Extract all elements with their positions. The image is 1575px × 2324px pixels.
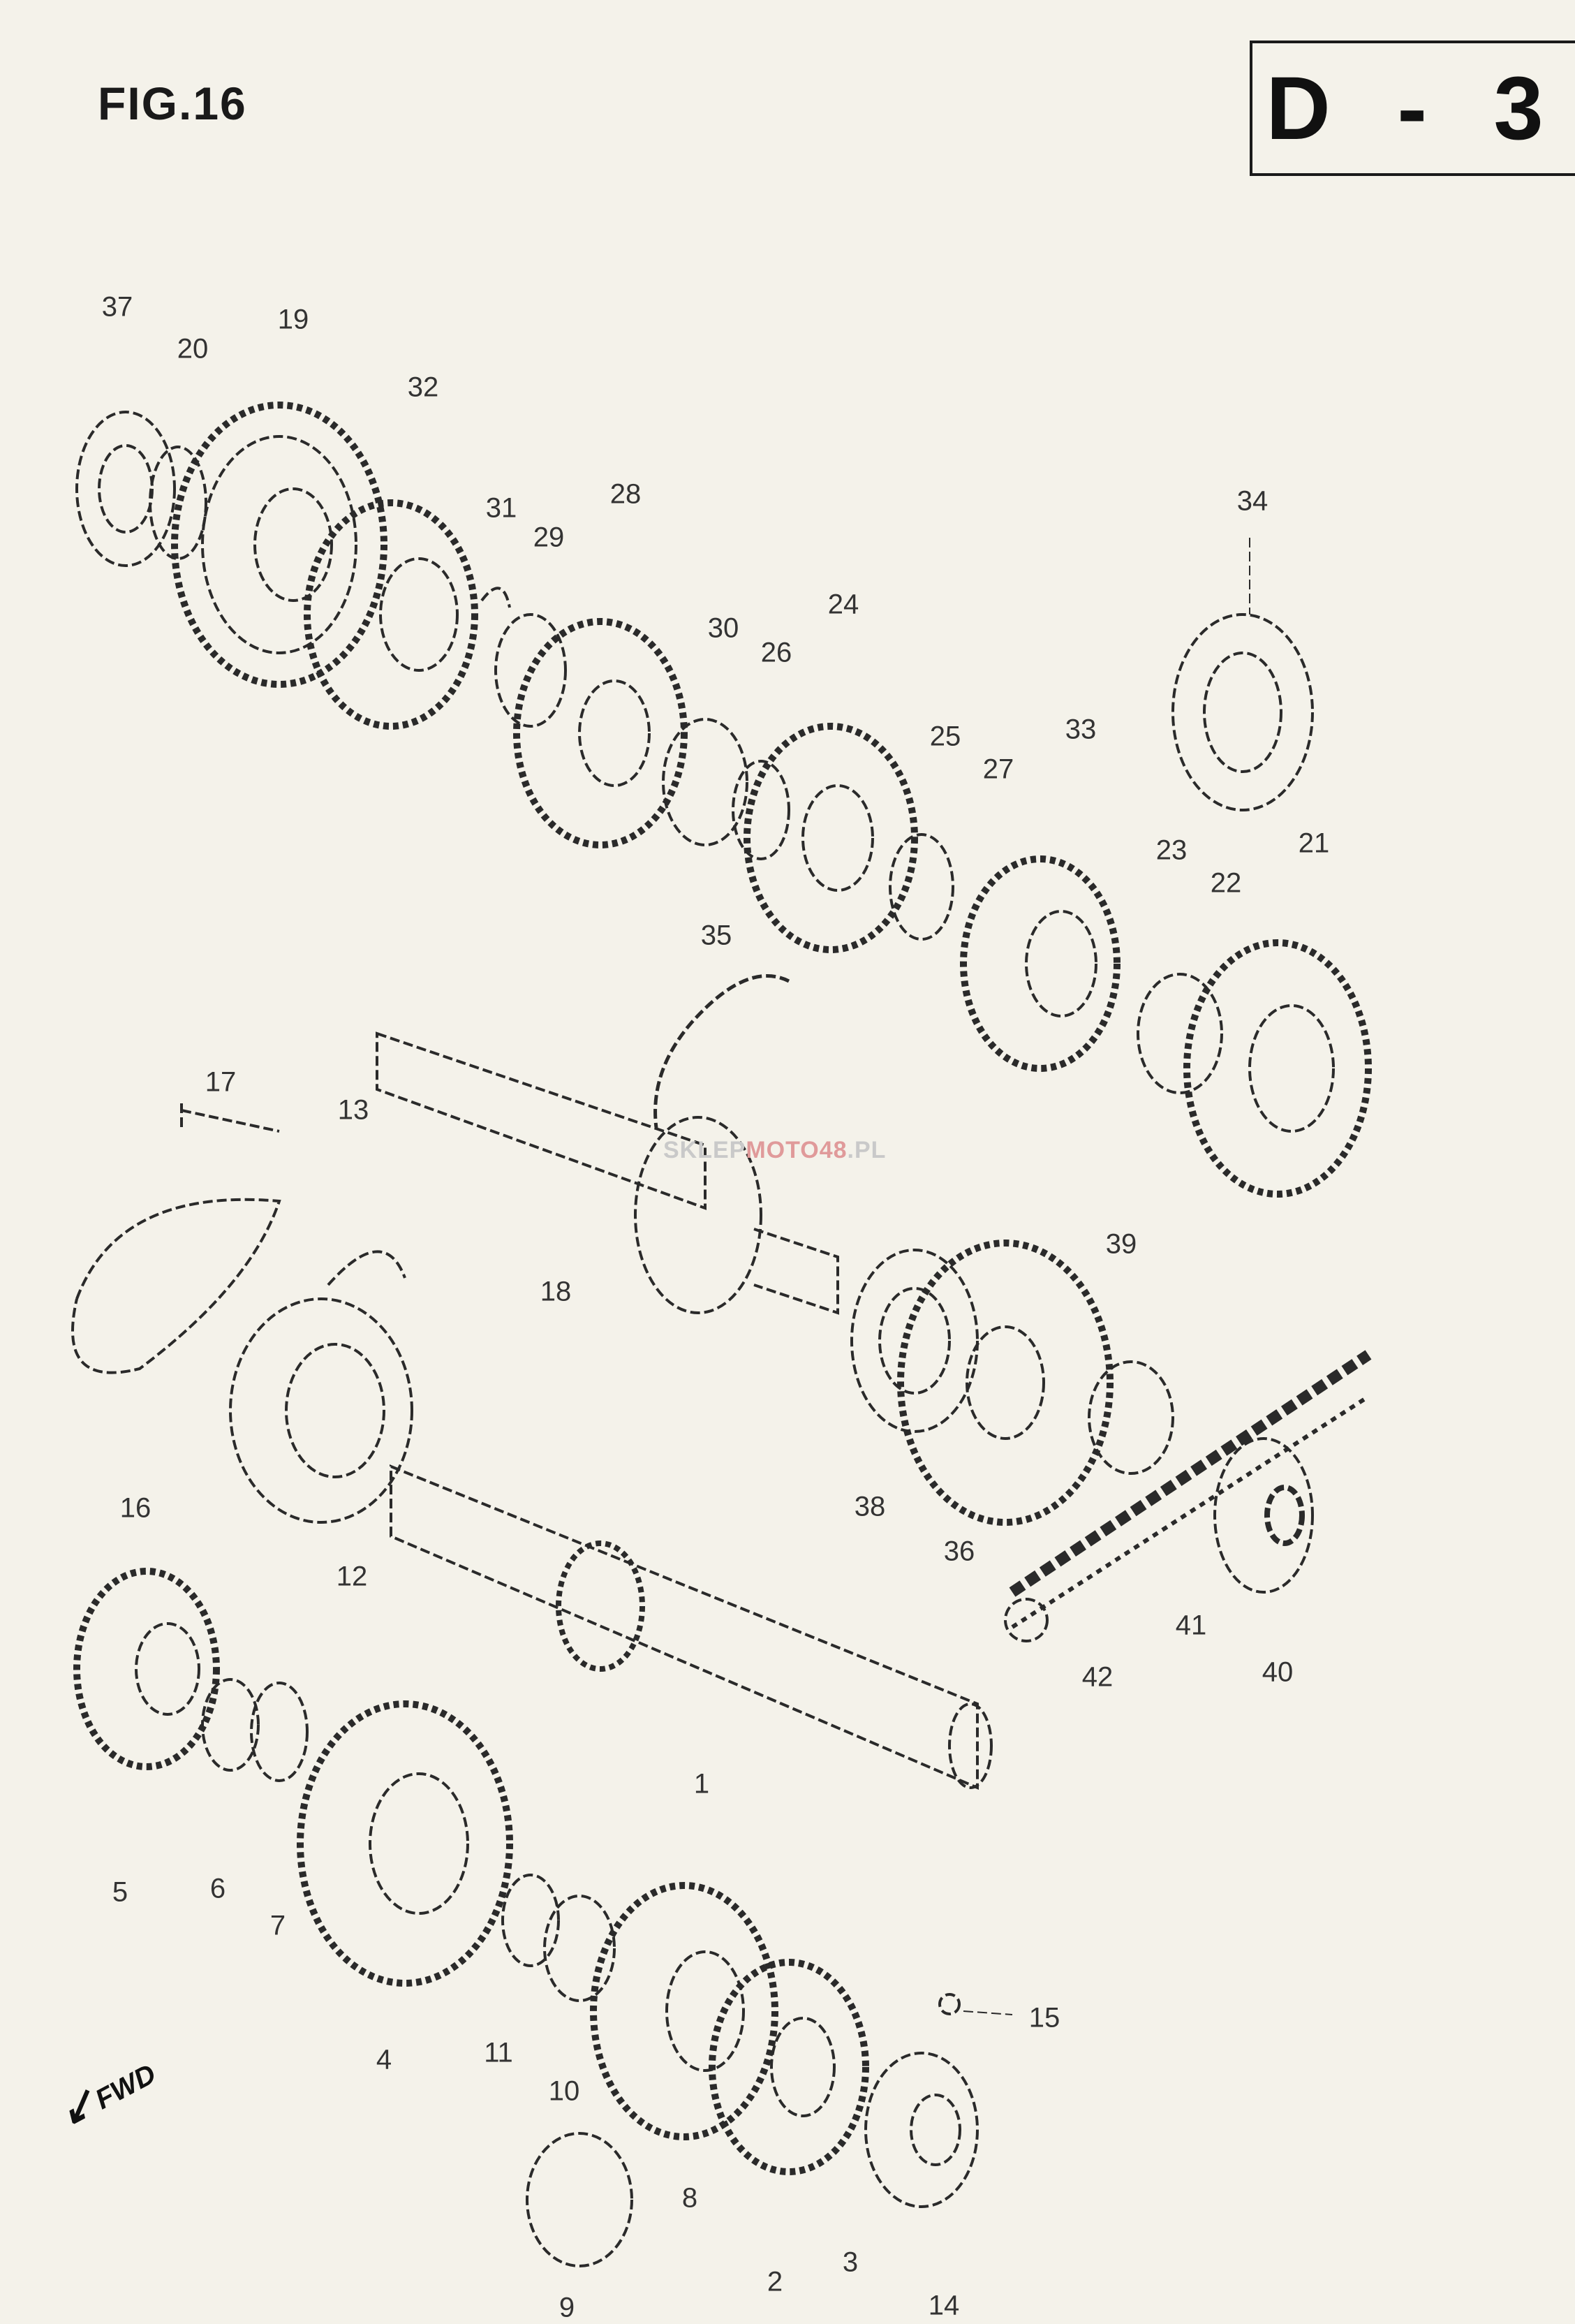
gear-19: [171, 402, 387, 688]
callout-24: 24: [827, 589, 859, 620]
page-code: D - 3: [1266, 58, 1565, 159]
gear-8: [590, 1882, 778, 2140]
callout-32: 32: [407, 372, 439, 403]
countershaft-18: [376, 1031, 839, 1315]
gear-4: [297, 1700, 513, 1987]
callout-28: 28: [609, 478, 642, 510]
callout-20: 20: [177, 333, 209, 365]
gear-21: [1183, 939, 1372, 1198]
circlip-7: [250, 1682, 309, 1782]
callout-7: 7: [269, 1910, 286, 1941]
callout-36: 36: [943, 1536, 975, 1567]
pin-15: [938, 1993, 961, 2015]
callout-30: 30: [707, 612, 739, 644]
watermark-highlight: MOTO48: [746, 1137, 848, 1163]
circlip-31: [480, 587, 511, 608]
gear-25: [744, 723, 918, 953]
callout-31: 31: [485, 492, 517, 524]
gear-5: [73, 1568, 220, 1770]
washer-11: [501, 1874, 560, 1967]
watermark: SKLEPMOTO48.PL: [663, 1137, 886, 1164]
circlip-13: [327, 1250, 406, 1286]
callout-17: 17: [205, 1066, 237, 1098]
callout-42: 42: [1081, 1661, 1114, 1693]
bolt-17: [180, 1103, 280, 1133]
oil-seal-38: [850, 1249, 979, 1433]
bearing-34: [1171, 613, 1314, 811]
gear-28: [513, 618, 688, 848]
callout-11: 11: [484, 2037, 513, 2068]
callout-12: 12: [336, 1561, 368, 1592]
circlip-10: [543, 1895, 616, 2002]
callout-10: 10: [548, 2075, 580, 2107]
washer-26: [732, 760, 790, 860]
washer-6: [201, 1678, 260, 1772]
gear-23: [960, 855, 1121, 1072]
callout-41: 41: [1175, 1610, 1207, 1641]
callout-39: 39: [1105, 1228, 1137, 1260]
callout-40: 40: [1262, 1656, 1294, 1688]
bearing-12: [229, 1297, 413, 1524]
page-code-box: D - 3: [1250, 41, 1575, 176]
chain-joint-42: [1004, 1598, 1049, 1642]
bushing-22: [1137, 973, 1223, 1094]
callout-22: 22: [1210, 867, 1242, 899]
washer-29: [494, 613, 567, 728]
callout-1: 1: [693, 1768, 710, 1800]
callout-14: 14: [928, 2290, 960, 2321]
leader-15: [963, 2010, 1013, 2015]
callout-25: 25: [929, 721, 961, 752]
watermark-suffix: .PL: [847, 1137, 887, 1163]
washer-20: [149, 446, 207, 560]
callout-16: 16: [119, 1492, 151, 1524]
callout-13: 13: [337, 1094, 369, 1126]
callout-2: 2: [767, 2266, 783, 2297]
callout-23: 23: [1155, 834, 1188, 866]
callout-26: 26: [760, 637, 792, 668]
gear-2: [709, 1959, 869, 2175]
callout-27: 27: [982, 753, 1014, 785]
sprocket-36: [897, 1240, 1114, 1526]
callout-6: 6: [209, 1873, 226, 1904]
mainshaft-1: [390, 1464, 993, 1790]
figure-label: FIG.16: [98, 78, 247, 129]
callout-35: 35: [700, 920, 732, 951]
sprocket-40: [1213, 1437, 1314, 1594]
nut-39: [1088, 1360, 1174, 1475]
callout-37: 37: [101, 291, 133, 323]
watermark-prefix: SKLEP: [663, 1137, 746, 1163]
bearing-retainer-16: [71, 1198, 281, 1374]
bearing-9: [526, 2132, 633, 2267]
callout-4: 4: [376, 2044, 392, 2075]
callout-29: 29: [533, 522, 565, 553]
callout-34: 34: [1236, 485, 1269, 517]
callout-9: 9: [559, 2292, 575, 2323]
callout-19: 19: [277, 304, 309, 335]
callout-18: 18: [540, 1276, 572, 1307]
bushing-30: [662, 718, 748, 846]
callout-5: 5: [112, 1876, 128, 1908]
callout-38: 38: [854, 1491, 886, 1522]
callout-33: 33: [1065, 714, 1097, 745]
callout-21: 21: [1298, 828, 1330, 859]
gear-32: [304, 499, 478, 730]
callout-3: 3: [842, 2246, 859, 2278]
washer-27: [889, 833, 954, 941]
bearing-3: [864, 2052, 979, 2208]
callout-8: 8: [681, 2182, 698, 2214]
callout-15: 15: [1028, 2002, 1060, 2034]
drive-chain-41: [1009, 1350, 1372, 1629]
circlip-35: [653, 974, 790, 1128]
